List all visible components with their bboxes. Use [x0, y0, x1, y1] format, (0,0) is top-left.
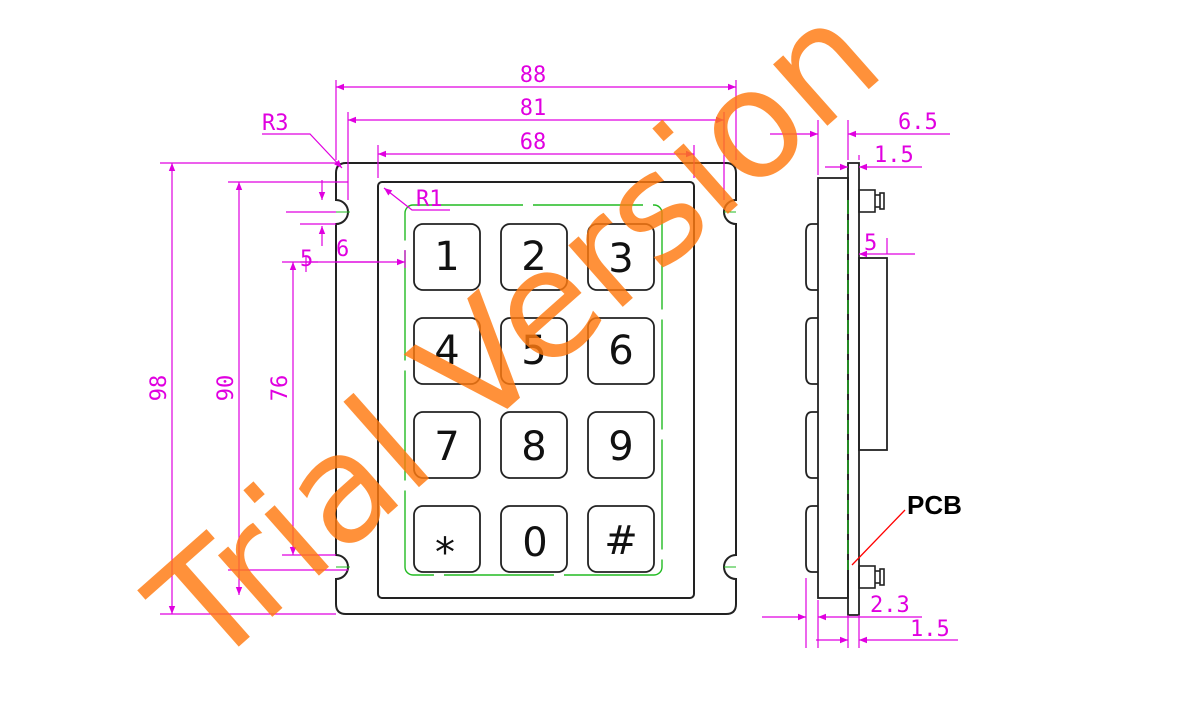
- key-8: 8: [500, 411, 568, 479]
- leader-r3: [262, 133, 343, 169]
- key-6-label: 6: [608, 328, 633, 374]
- key-5: 5: [500, 317, 568, 385]
- dim-76-label: 76: [268, 375, 293, 402]
- dim-r1-label: R1: [416, 187, 443, 212]
- pcb-area-outline: [404, 204, 663, 576]
- front-dimensions: [160, 80, 737, 615]
- key-0: 0: [500, 505, 568, 573]
- side-keycaps: [805, 223, 818, 573]
- side-connector: [858, 257, 888, 451]
- key-4: 4: [413, 317, 481, 385]
- key-9: 9: [587, 411, 655, 479]
- pcb-leader: [851, 509, 906, 566]
- key-star: *: [413, 505, 481, 576]
- key-2: 2: [500, 223, 568, 291]
- key-8-label: 8: [521, 424, 546, 470]
- dim-6-5-label: 6.5: [898, 110, 938, 135]
- watermark-text: Trial Version: [118, 0, 912, 700]
- dim-2-3-label: 2.3: [870, 593, 910, 618]
- dim-81-label: 81: [520, 96, 547, 121]
- dim-r3-label: R3: [262, 111, 289, 136]
- key-4-label: 4: [434, 328, 459, 374]
- key-3: 3: [587, 223, 655, 291]
- leader-r1: [383, 187, 450, 211]
- inner-recess: [377, 181, 695, 599]
- side-fasteners: [858, 189, 885, 589]
- key-0-label: 0: [522, 520, 547, 566]
- key-1-label: 1: [434, 234, 459, 280]
- dim-98-label: 98: [147, 375, 172, 402]
- dim-68-label: 68: [520, 130, 547, 155]
- side-dimensions: [762, 120, 958, 648]
- dim-90-label: 90: [214, 375, 239, 402]
- key-9-label: 9: [608, 424, 633, 470]
- key-5-label: 5: [521, 328, 546, 374]
- key-1: 1: [413, 223, 481, 291]
- side-dimension-labels: 6.5 1.5 5 2.3 1.5: [864, 110, 950, 642]
- key-hash-label: #: [604, 518, 638, 564]
- key-hash: #: [587, 505, 655, 573]
- dim-1-5-top-label: 1.5: [874, 143, 914, 168]
- dim-88-label: 88: [520, 63, 547, 88]
- front-plate-outline: [335, 162, 737, 615]
- keypad: 1 2 3 4 5 6: [413, 223, 655, 576]
- front-dimension-labels: 88 81 68 R3 R1 5 6 98 90 76: [147, 63, 546, 401]
- key-7-label: 7: [434, 424, 459, 470]
- dim-5-side-label: 5: [864, 231, 877, 256]
- key-7: 7: [413, 411, 481, 479]
- key-star-label: *: [435, 530, 455, 576]
- key-2-label: 2: [521, 234, 546, 280]
- dim-6-label: 6: [336, 237, 349, 262]
- center-marks: [336, 211, 736, 568]
- side-front-plate: [817, 177, 849, 599]
- side-pcb: [847, 162, 860, 616]
- dim-5-label: 5: [300, 247, 313, 272]
- front-view: 1 2 3 4 5 6: [335, 162, 737, 615]
- pcb-label: PCB: [907, 490, 962, 520]
- key-3-label: 3: [608, 236, 633, 282]
- key-6: 6: [587, 317, 655, 385]
- side-view: PCB: [805, 162, 962, 616]
- dim-1-5-bottom-label: 1.5: [910, 617, 950, 642]
